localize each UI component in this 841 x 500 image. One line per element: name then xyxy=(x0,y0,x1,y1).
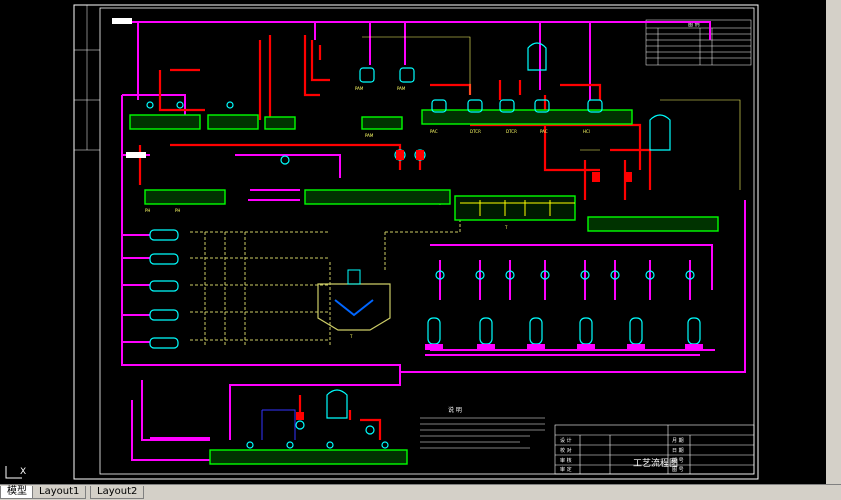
svg-text:T: T xyxy=(504,225,508,230)
title-block-right-4: 图 号 xyxy=(672,467,684,473)
notes-block xyxy=(420,417,545,449)
magenta-pipeline xyxy=(121,21,746,461)
ucs-icon: X xyxy=(5,466,26,479)
sludge-dashed-lines xyxy=(190,220,461,345)
title-block-right-2: 日 期 xyxy=(672,448,684,454)
left-revision-column xyxy=(74,5,100,151)
legend-table xyxy=(645,19,752,66)
title-block-row-1: 设 计 xyxy=(560,437,572,444)
title-block xyxy=(554,424,755,475)
blue-pipeline xyxy=(261,409,296,440)
title-block-row-3: 审 核 xyxy=(560,457,572,464)
tab-layout1[interactable]: Layout1 xyxy=(32,486,87,499)
green-tanks xyxy=(129,109,719,465)
drawing-outer-border xyxy=(73,4,759,480)
vessel-bases xyxy=(425,344,703,350)
equipment-tags: PAM PAM PAM PAC DTCR DTCR PAC HCl PH PH … xyxy=(112,18,590,339)
svg-text:HCl: HCl xyxy=(583,129,590,134)
title-block-row-4: 审 定 xyxy=(560,466,572,473)
svg-text:PAC: PAC xyxy=(540,129,548,134)
svg-text:PH: PH xyxy=(175,208,180,213)
title-block-right-1: 月 期 xyxy=(672,438,684,444)
svg-text:T: T xyxy=(349,334,353,339)
layout-tab-bar: 模型 Layout1 Layout2 xyxy=(0,484,841,500)
reactor-internals xyxy=(460,200,575,216)
svg-text:PAC: PAC xyxy=(430,129,438,134)
ucs-x-label: X xyxy=(20,467,26,477)
svg-text:PAM: PAM xyxy=(397,86,406,91)
svg-text:DTCR: DTCR xyxy=(470,129,481,134)
cad-drawing-canvas[interactable]: 图 例 xyxy=(0,0,826,484)
svg-text:PAM: PAM xyxy=(355,86,364,91)
tab-model[interactable]: 模型 xyxy=(0,486,34,499)
cyan-equipment xyxy=(146,42,701,449)
drawing-title: 工艺流程图 xyxy=(633,457,678,469)
svg-text:PH: PH xyxy=(145,208,150,213)
title-block-right-3: 版 号 xyxy=(672,457,684,464)
title-block-row-2: 校 对 xyxy=(560,447,572,454)
red-pump-bodies xyxy=(296,150,632,420)
svg-text:PAM: PAM xyxy=(365,133,374,138)
vertical-scrollbar[interactable] xyxy=(826,0,841,484)
red-pipeline xyxy=(138,35,652,440)
legend-header: 图 例 xyxy=(688,21,700,28)
tab-layout2[interactable]: Layout2 xyxy=(90,486,145,499)
clarifier-tank xyxy=(317,269,391,331)
svg-text:DTCR: DTCR xyxy=(506,129,517,134)
drawing-inner-border xyxy=(99,7,755,475)
notes-header: 说 明 xyxy=(448,406,462,414)
